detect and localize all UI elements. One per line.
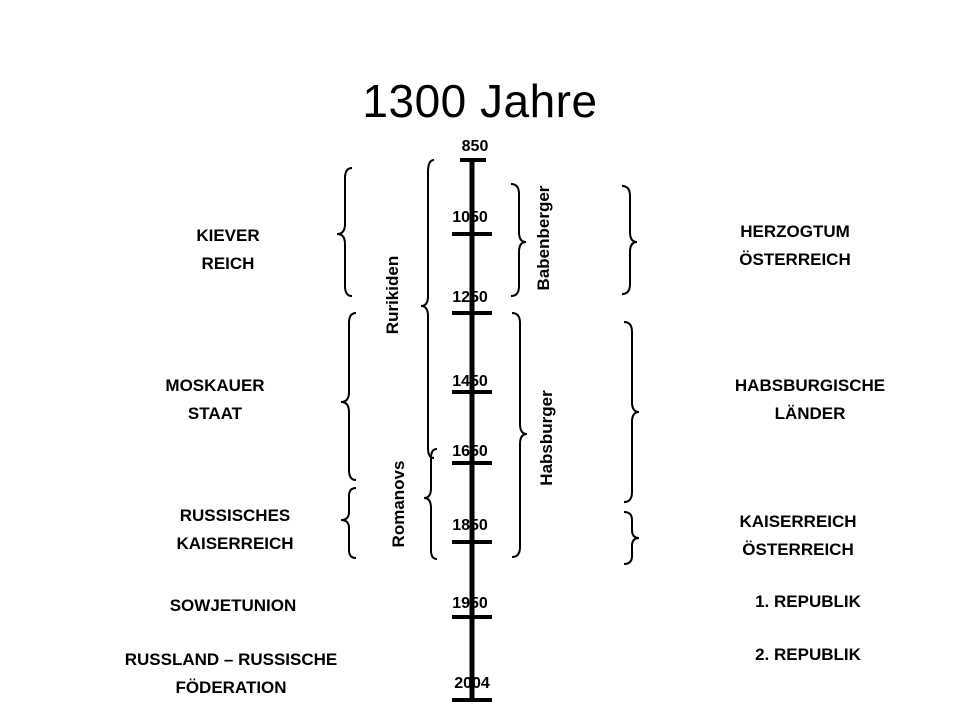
brace-herzogtum	[621, 185, 638, 295]
label-republik1: 1. REPUBLIK	[755, 592, 861, 611]
page-title: 1300 Jahre	[362, 75, 598, 127]
label-russland: RUSSLAND – RUSSISCHE FÖDERATION	[124, 650, 338, 697]
brace-rurikiden	[420, 159, 435, 459]
label-habsburgische-laender: HABSBURGISCHE LÄNDER	[734, 376, 886, 423]
year-1850: 1850	[452, 517, 488, 534]
year-1950: 1950	[452, 595, 488, 612]
label-babenberger: Babenberger	[534, 185, 553, 291]
label-republik2: 2. REPUBLIK	[755, 645, 861, 664]
label-kaiserreich: KAISERREICH ÖSTERREICH	[739, 512, 857, 559]
year-1250: 1250	[452, 289, 488, 306]
year-850: 850	[461, 138, 489, 155]
brace-kiever-reich	[336, 167, 353, 297]
brace-babenberger	[510, 183, 527, 297]
label-moskauer-staat: MOSKAUER STAAT	[165, 376, 265, 423]
label-rurikiden: Rurikiden	[383, 255, 402, 335]
year-1450: 1450	[452, 373, 488, 390]
brace-kaiserreich-oesterreich	[623, 511, 640, 565]
timeline-ticks	[452, 158, 492, 702]
brace-russisches-kaiserreich	[340, 487, 357, 559]
label-romanovs: Romanovs	[389, 460, 408, 548]
label-russisches-kaiserreich: RUSSISCHES KAISERREICH	[176, 506, 294, 553]
label-habsburger: Habsburger	[537, 390, 556, 486]
label-kiever-reich: KIEVER REICH	[196, 226, 260, 273]
brace-habsburgische-laender	[623, 321, 640, 503]
brace-romanovs	[423, 448, 438, 560]
brace-moskauer-staat	[340, 312, 357, 481]
label-sowjetunion: SOWJETUNION	[169, 596, 297, 615]
year-1050: 1050	[452, 209, 488, 226]
label-herzogtum: HERZOGTUM ÖSTERREICH	[739, 222, 851, 269]
year-1650: 1650	[452, 443, 488, 460]
brace-habsburger	[511, 312, 528, 558]
year-2004: 2004	[454, 675, 490, 692]
